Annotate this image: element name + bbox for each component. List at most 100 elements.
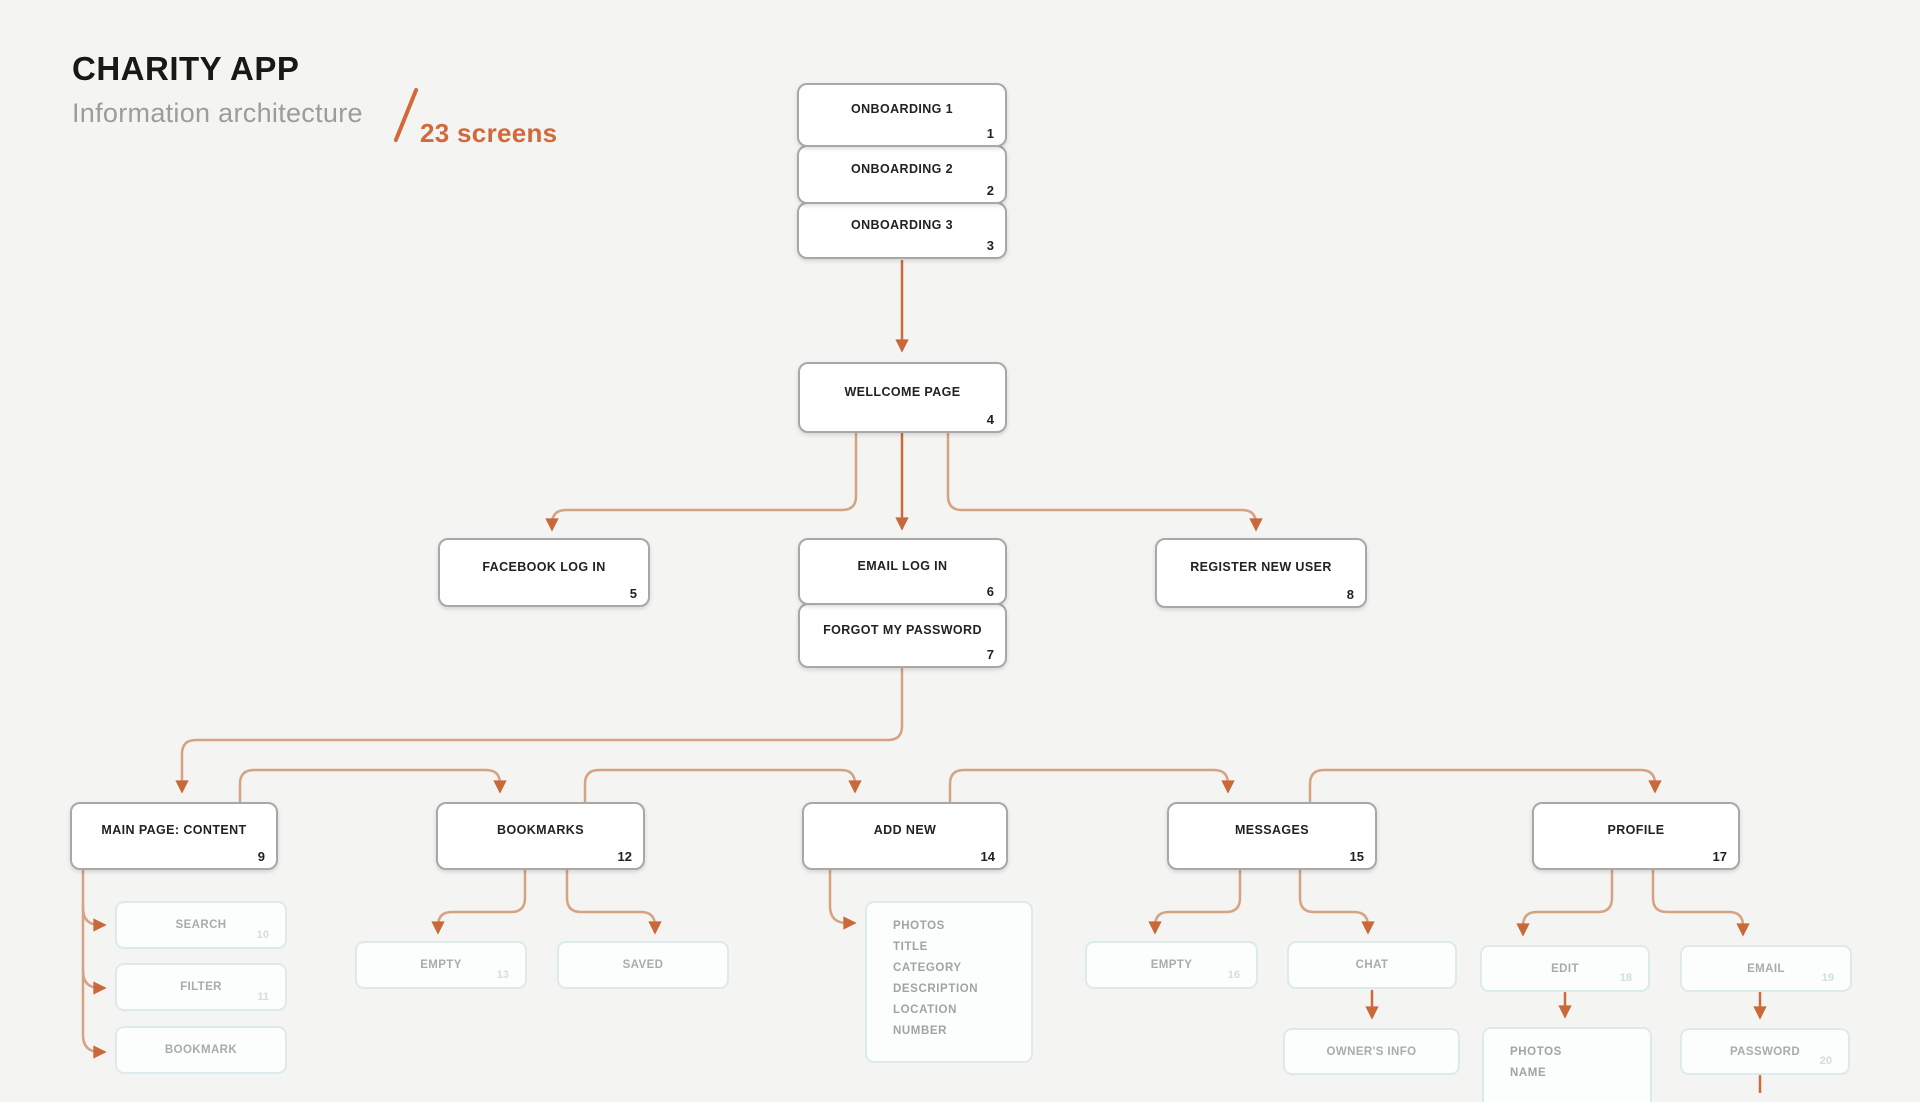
node-label: ONBOARDING 1 xyxy=(850,102,954,116)
node-label: EMPTY xyxy=(1150,959,1193,971)
node-label: ONBOARDING 3 xyxy=(850,217,954,232)
node-profile: PROFILE 17 xyxy=(1532,802,1740,870)
connector-addnew-fields xyxy=(828,867,857,930)
page-title: CHARITY APP xyxy=(72,50,300,87)
node-number: 1 xyxy=(986,126,994,141)
node-label: BOOKMARKS xyxy=(497,823,584,837)
node-number: 15 xyxy=(1349,849,1364,864)
node-filter: FILTER 11 xyxy=(115,963,287,1011)
node-label: PASSWORD xyxy=(1729,1045,1801,1058)
node-number: 3 xyxy=(986,238,994,253)
connector-bookmarks-empty xyxy=(431,867,527,935)
node-label: WELLCOME PAGE xyxy=(844,384,961,399)
node-number: 13 xyxy=(496,969,509,981)
node-number: 9 xyxy=(257,849,265,864)
node-label: OWNER'S INFO xyxy=(1326,1045,1417,1058)
connector-messages-chat xyxy=(1298,867,1375,935)
connector-mainpage-bookmark xyxy=(81,968,107,1059)
connector-wellcome-facebook xyxy=(545,432,858,532)
node-photos-name: PHOTOS NAME xyxy=(1482,1027,1652,1102)
node-number: 17 xyxy=(1712,849,1727,864)
node-edit: EDIT 18 xyxy=(1480,945,1650,992)
field-item: CATEGORY xyxy=(893,961,962,974)
node-label: FILTER xyxy=(180,981,222,993)
connector-mainpage-bookmarks xyxy=(238,768,507,803)
connector-bookmarks-saved xyxy=(565,867,662,935)
node-bookmarks-empty: EMPTY 13 xyxy=(355,941,527,989)
node-label: BOOKMARK xyxy=(164,1044,238,1056)
field-item: NAME xyxy=(1510,1066,1547,1079)
node-wellcome-page: WELLCOME PAGE 4 xyxy=(798,362,1007,433)
node-label: MESSAGES xyxy=(1234,823,1310,837)
field-item: NUMBER xyxy=(893,1024,948,1037)
node-saved: SAVED xyxy=(557,941,729,989)
connector-mainpage-filter xyxy=(81,903,107,995)
connector-messages-profile xyxy=(1308,768,1662,803)
connector-mainpage-search xyxy=(81,867,107,932)
connector-addnew-messages xyxy=(948,768,1235,803)
node-number: 14 xyxy=(980,849,995,864)
field-item: PHOTOS xyxy=(893,920,945,932)
field-item: LOCATION xyxy=(893,1003,957,1016)
node-label: FORGOT MY PASSWORD xyxy=(823,622,982,637)
node-label: ADD NEW xyxy=(873,823,937,837)
node-main-page-content: MAIN PAGE: CONTENT 9 xyxy=(70,802,278,870)
node-onboarding-2: ONBOARDING 2 2 xyxy=(797,145,1007,204)
node-number: 20 xyxy=(1819,1055,1832,1067)
connector-wellcome-register xyxy=(946,432,1263,532)
slash-divider xyxy=(393,87,419,143)
node-email-login: EMAIL LOG IN 6 xyxy=(798,538,1007,605)
page-subtitle: Information architecture xyxy=(72,98,363,128)
node-add-new: ADD NEW 14 xyxy=(802,802,1008,870)
node-number: 5 xyxy=(629,586,637,601)
field-list: PHOTOS TITLE CATEGORY DESCRIPTION LOCATI… xyxy=(893,916,978,1042)
connector-messages-empty xyxy=(1148,867,1242,935)
node-number: 18 xyxy=(1619,972,1632,984)
node-number: 7 xyxy=(986,647,994,662)
connector-profile-email xyxy=(1651,867,1750,937)
node-number: 10 xyxy=(256,929,269,941)
node-label: REGISTER NEW USER xyxy=(1190,560,1332,574)
connector-forgot-mainpage xyxy=(175,667,904,794)
node-bookmarks: BOOKMARKS 12 xyxy=(436,802,645,870)
node-password: PASSWORD 20 xyxy=(1680,1028,1850,1075)
node-forgot-password: FORGOT MY PASSWORD 7 xyxy=(798,603,1007,668)
node-number: 19 xyxy=(1821,972,1834,984)
node-label: FACEBOOK LOG IN xyxy=(482,559,606,574)
node-number: 4 xyxy=(986,412,994,427)
connector-profile-edit xyxy=(1516,867,1614,937)
node-label: EDIT xyxy=(1551,962,1579,975)
node-facebook-login: FACEBOOK LOG IN 5 xyxy=(438,538,650,607)
node-label: EMPTY xyxy=(420,959,462,971)
node-email: EMAIL 19 xyxy=(1680,945,1852,992)
field-item: DESCRIPTION xyxy=(893,982,979,995)
node-label: SEARCH xyxy=(175,919,227,931)
node-label: MAIN PAGE: CONTENT xyxy=(101,823,247,837)
node-number: 8 xyxy=(1346,587,1354,602)
node-number: 2 xyxy=(986,183,994,198)
node-onboarding-1: ONBOARDING 1 1 xyxy=(797,83,1007,147)
node-add-new-fields: PHOTOS TITLE CATEGORY DESCRIPTION LOCATI… xyxy=(865,901,1033,1063)
node-messages: MESSAGES 15 xyxy=(1167,802,1377,870)
node-chat: CHAT xyxy=(1287,941,1457,989)
node-number: 6 xyxy=(986,584,994,599)
node-label: SAVED xyxy=(622,959,664,971)
connector-bookmarks-addnew xyxy=(583,768,862,803)
screen-count: 23 screens xyxy=(420,118,558,148)
node-number: 11 xyxy=(257,991,269,1003)
node-onboarding-3: ONBOARDING 3 3 xyxy=(797,202,1007,259)
field-list: PHOTOS NAME xyxy=(1510,1042,1562,1084)
node-register-new-user: REGISTER NEW USER 8 xyxy=(1155,538,1367,608)
node-owners-info: OWNER'S INFO xyxy=(1283,1028,1460,1075)
node-label: EMAIL xyxy=(1747,962,1785,975)
node-bookmark: BOOKMARK xyxy=(115,1026,287,1074)
node-search: SEARCH 10 xyxy=(115,901,287,949)
node-label: PROFILE xyxy=(1607,823,1665,837)
node-number: 16 xyxy=(1227,969,1240,981)
node-number: 12 xyxy=(617,849,632,864)
field-item: PHOTOS xyxy=(1510,1046,1562,1058)
node-label: CHAT xyxy=(1355,959,1389,971)
node-label: EMAIL LOG IN xyxy=(857,558,948,573)
node-label: ONBOARDING 2 xyxy=(850,161,954,176)
node-messages-empty: EMPTY 16 xyxy=(1085,941,1258,989)
